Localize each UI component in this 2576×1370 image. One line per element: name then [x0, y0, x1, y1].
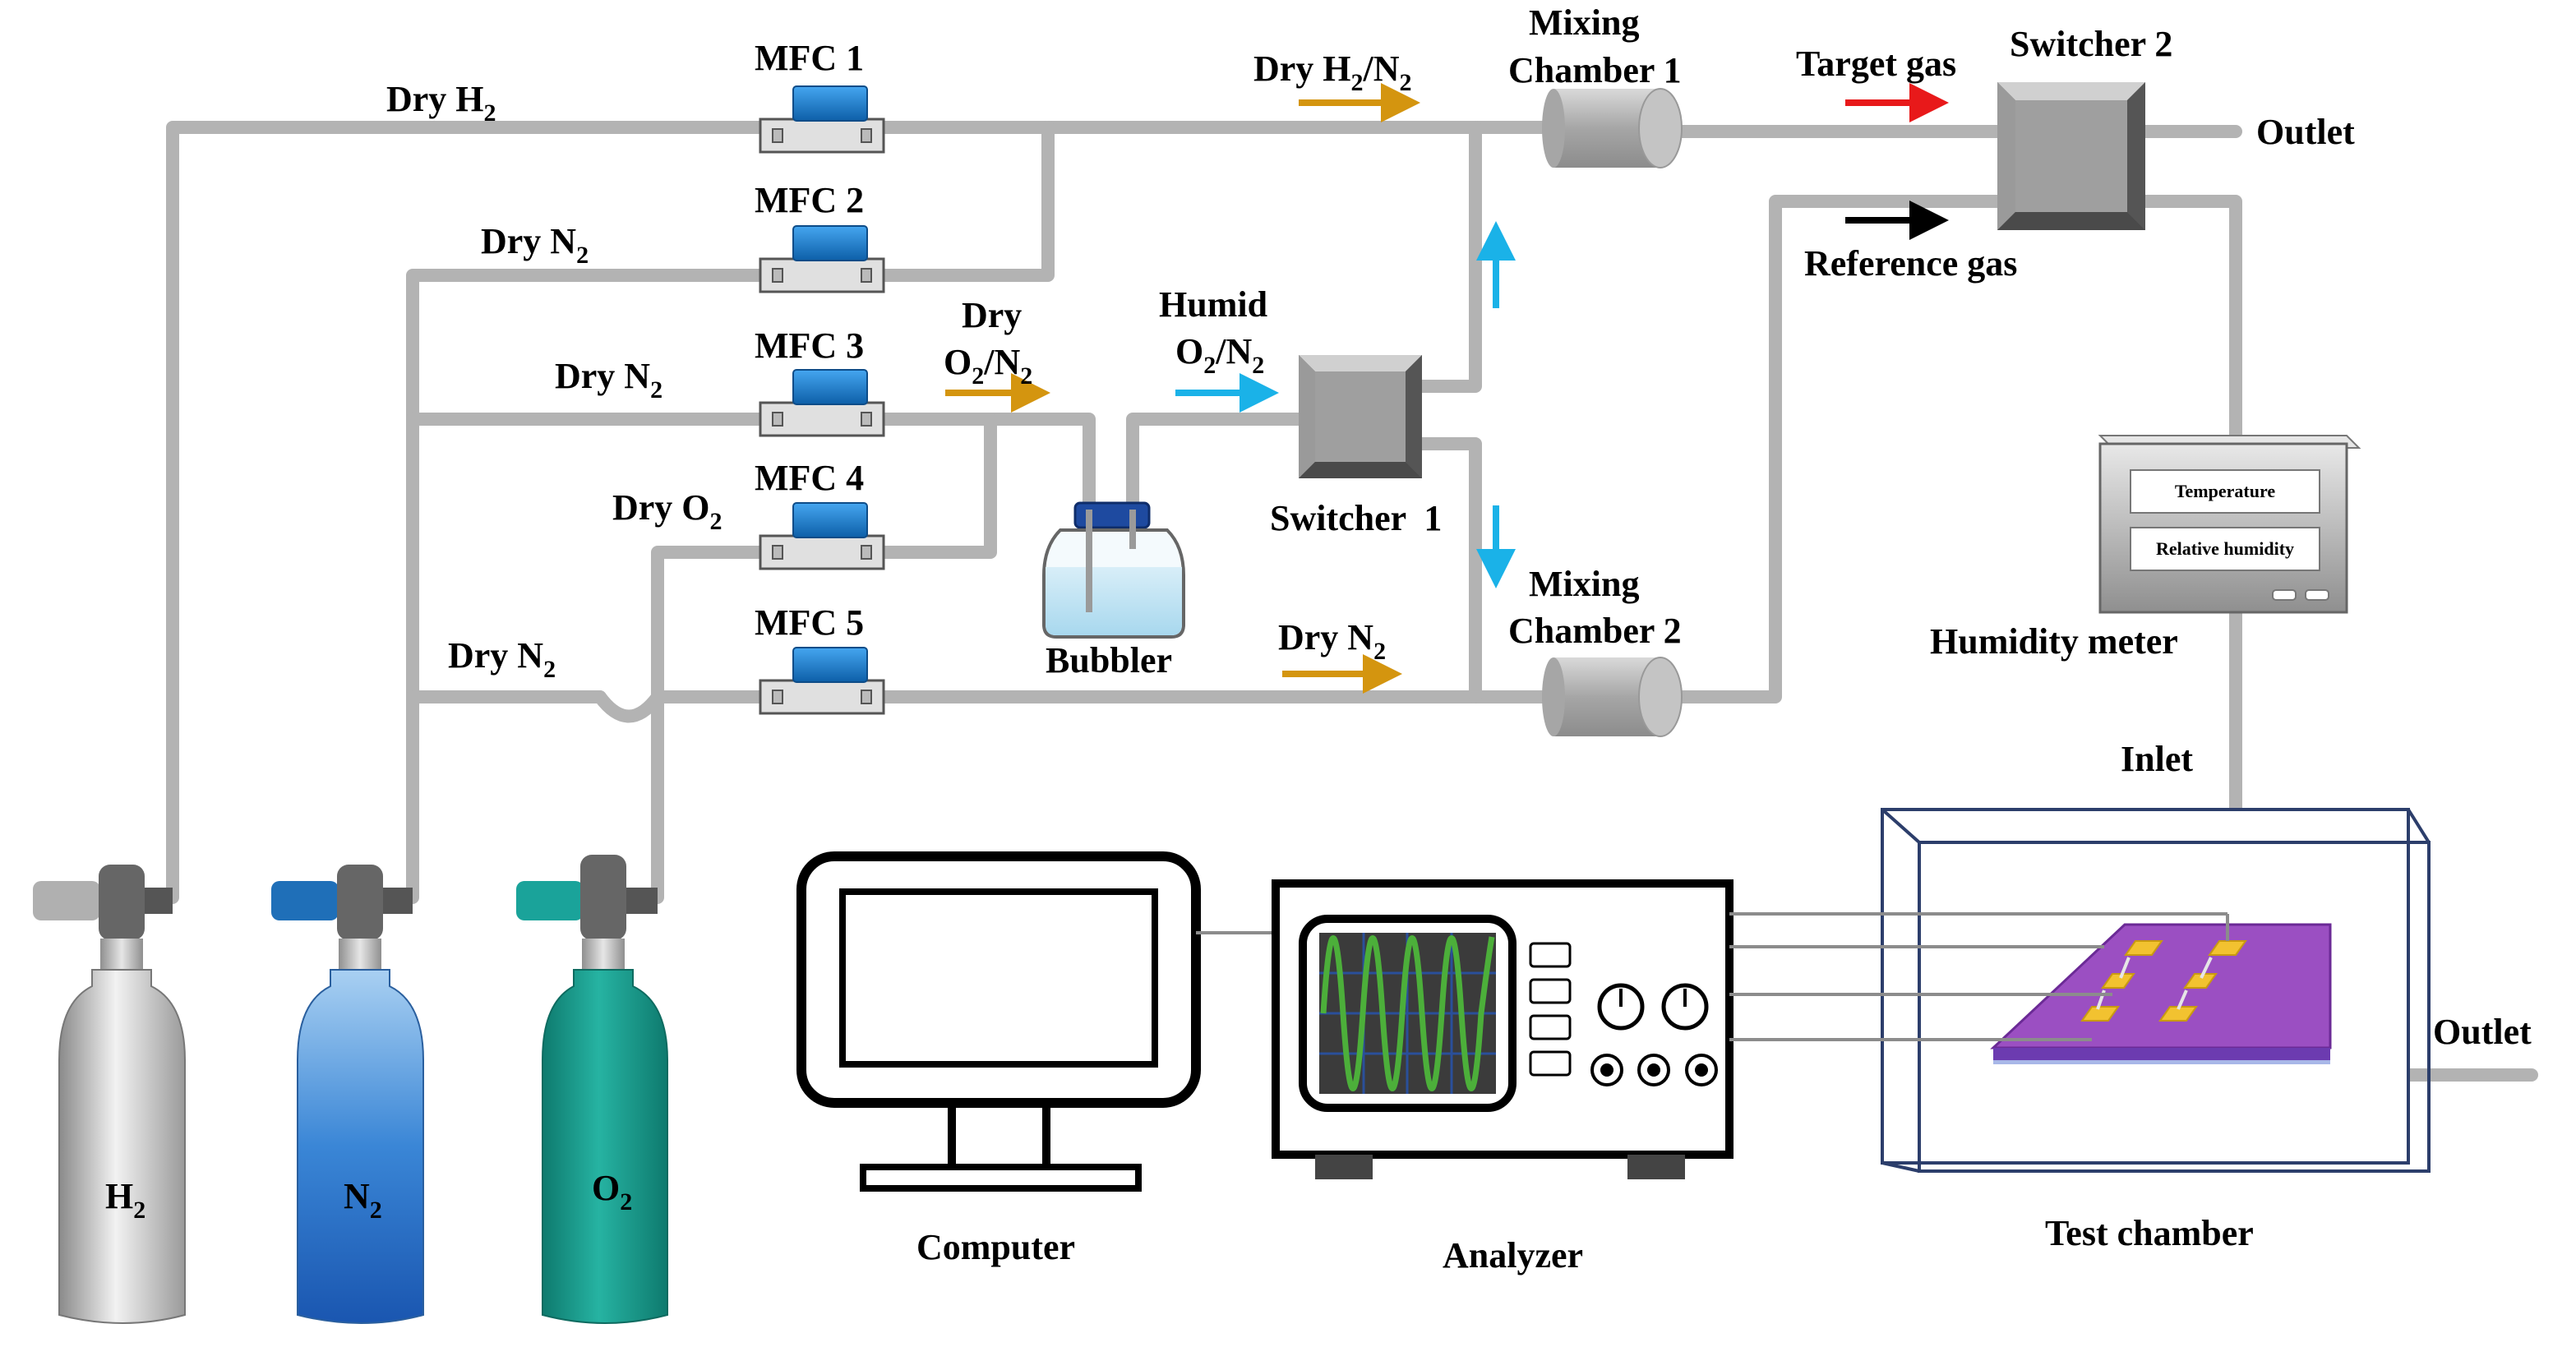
- label-dry-h2-line: Dry H2: [386, 79, 496, 127]
- label-humid-1: Humid: [1159, 284, 1267, 325]
- meter-temperature-display: [2130, 469, 2320, 514]
- bubbler: [1042, 501, 1185, 639]
- label-computer: Computer: [916, 1227, 1075, 1267]
- label-inlet: Inlet: [2121, 739, 2193, 779]
- label-test-chamber: Test chamber: [2045, 1213, 2254, 1253]
- h2-pipe-to-mfc1: [166, 121, 783, 904]
- label-dry-o2-mfc4: Dry O2: [612, 487, 722, 535]
- o2-cylinder-body: [542, 969, 668, 1324]
- gas-pipes: [166, 121, 2538, 1082]
- mfc3-to-bubbler-pipe: [877, 413, 1096, 516]
- switcher2-to-meter-pipe: [2139, 195, 2242, 446]
- bubbler-to-switcher1-pipe: [1126, 413, 1305, 516]
- switcher-2: [1997, 82, 2145, 230]
- label-bubbler: Bubbler: [1046, 640, 1172, 680]
- switcher-1: [1299, 355, 1422, 478]
- label-humidity-meter: Humidity meter: [1930, 621, 2178, 662]
- mfc-5: [759, 647, 885, 715]
- label-switcher1: Switcher 1: [1270, 498, 1442, 538]
- label-mfc1: MFC 1: [755, 38, 864, 78]
- n2-cylinder-body: [297, 969, 424, 1324]
- mfc4-merge-pipe: [877, 413, 997, 559]
- sensor-electrodes: [2080, 940, 2247, 1022]
- computer-monitor: [796, 851, 1201, 1192]
- mfc-1: [759, 85, 885, 154]
- label-cylinder-h2: H2: [105, 1176, 145, 1224]
- label-switcher2: Switcher 2: [2010, 24, 2172, 64]
- label-meter-temperature: Temperature: [2175, 481, 2275, 501]
- label-humid-2: O2/N2: [1175, 331, 1264, 379]
- mixing2-to-switcher2-pipe: [1670, 195, 2004, 703]
- label-mixing1-2: Chamber 1: [1508, 50, 1682, 90]
- label-cylinder-o2: O2: [592, 1168, 632, 1215]
- labels: Dry H2 Dry N2 Dry N2 Dry O2 Dry N2 MFC 1…: [105, 2, 2532, 1275]
- n2-cylinder: [271, 865, 424, 1324]
- label-reference-gas: Reference gas: [1804, 243, 2017, 284]
- test-chamber: [1881, 808, 2431, 1173]
- label-mfc2: MFC 2: [755, 180, 864, 220]
- label-outlet-top: Outlet: [2256, 112, 2355, 152]
- mfc-4: [759, 502, 885, 570]
- meter-rh-display: [2130, 527, 2320, 571]
- n2-crossover-hump: [593, 690, 664, 723]
- flow-arrows: [945, 83, 1949, 694]
- o2-pipe-to-mfc4: [651, 546, 783, 904]
- switcher1-up-pipe: [1415, 121, 1482, 393]
- label-dry-o2n2-2: O2/N2: [944, 342, 1032, 390]
- label-dry-n2-bottom: Dry N2: [1278, 617, 1386, 665]
- bubbler-water: [1046, 567, 1182, 635]
- label-analyzer: Analyzer: [1443, 1235, 1583, 1275]
- n2-trunk-pipe: [406, 269, 783, 904]
- o2-cylinder: [516, 855, 668, 1324]
- analyzer-button-1: [1529, 942, 1572, 968]
- mfc-3: [759, 369, 885, 437]
- label-mfc5: MFC 5: [755, 602, 864, 643]
- label-outlet-right: Outlet: [2433, 1012, 2532, 1052]
- label-mixing1-1: Mixing: [1529, 2, 1639, 43]
- humidity-meter: [2098, 435, 2361, 614]
- label-target-gas: Target gas: [1796, 44, 1956, 84]
- label-mfc4: MFC 4: [755, 458, 864, 498]
- mixing-chamber-1: [1542, 88, 1683, 168]
- analyzer-button-4: [1529, 1050, 1572, 1077]
- mfc-2: [759, 225, 885, 293]
- analyzer-waveform: [1320, 935, 1495, 1091]
- analyzer-button-3: [1529, 1014, 1572, 1040]
- label-mfc3: MFC 3: [755, 325, 864, 366]
- label-meter-rh: Relative humidity: [2156, 538, 2294, 559]
- switcher1-down-pipe: [1415, 437, 1482, 703]
- label-mixing2-1: Mixing: [1529, 564, 1639, 604]
- analyzer: [1272, 879, 1733, 1179]
- label-mixing2-2: Chamber 2: [1508, 611, 1682, 651]
- label-dry-n2-mfc3: Dry N2: [555, 356, 662, 404]
- h2-cylinder-body: [58, 969, 186, 1324]
- label-cylinder-n2: N2: [344, 1176, 382, 1224]
- label-dry-o2n2-1: Dry: [962, 295, 1022, 335]
- mixing-chamber-2: [1542, 657, 1683, 737]
- mfc2-merge-pipe: [877, 121, 1055, 282]
- label-dry-h2n2: Dry H2/N2: [1253, 48, 1412, 96]
- analyzer-chamber-wires: [1729, 912, 2229, 1041]
- label-dry-n2-mfc5: Dry N2: [448, 635, 556, 683]
- label-dry-n2-mfc2: Dry N2: [481, 221, 589, 269]
- h2-cylinder: [33, 865, 186, 1324]
- analyzer-button-2: [1529, 978, 1572, 1004]
